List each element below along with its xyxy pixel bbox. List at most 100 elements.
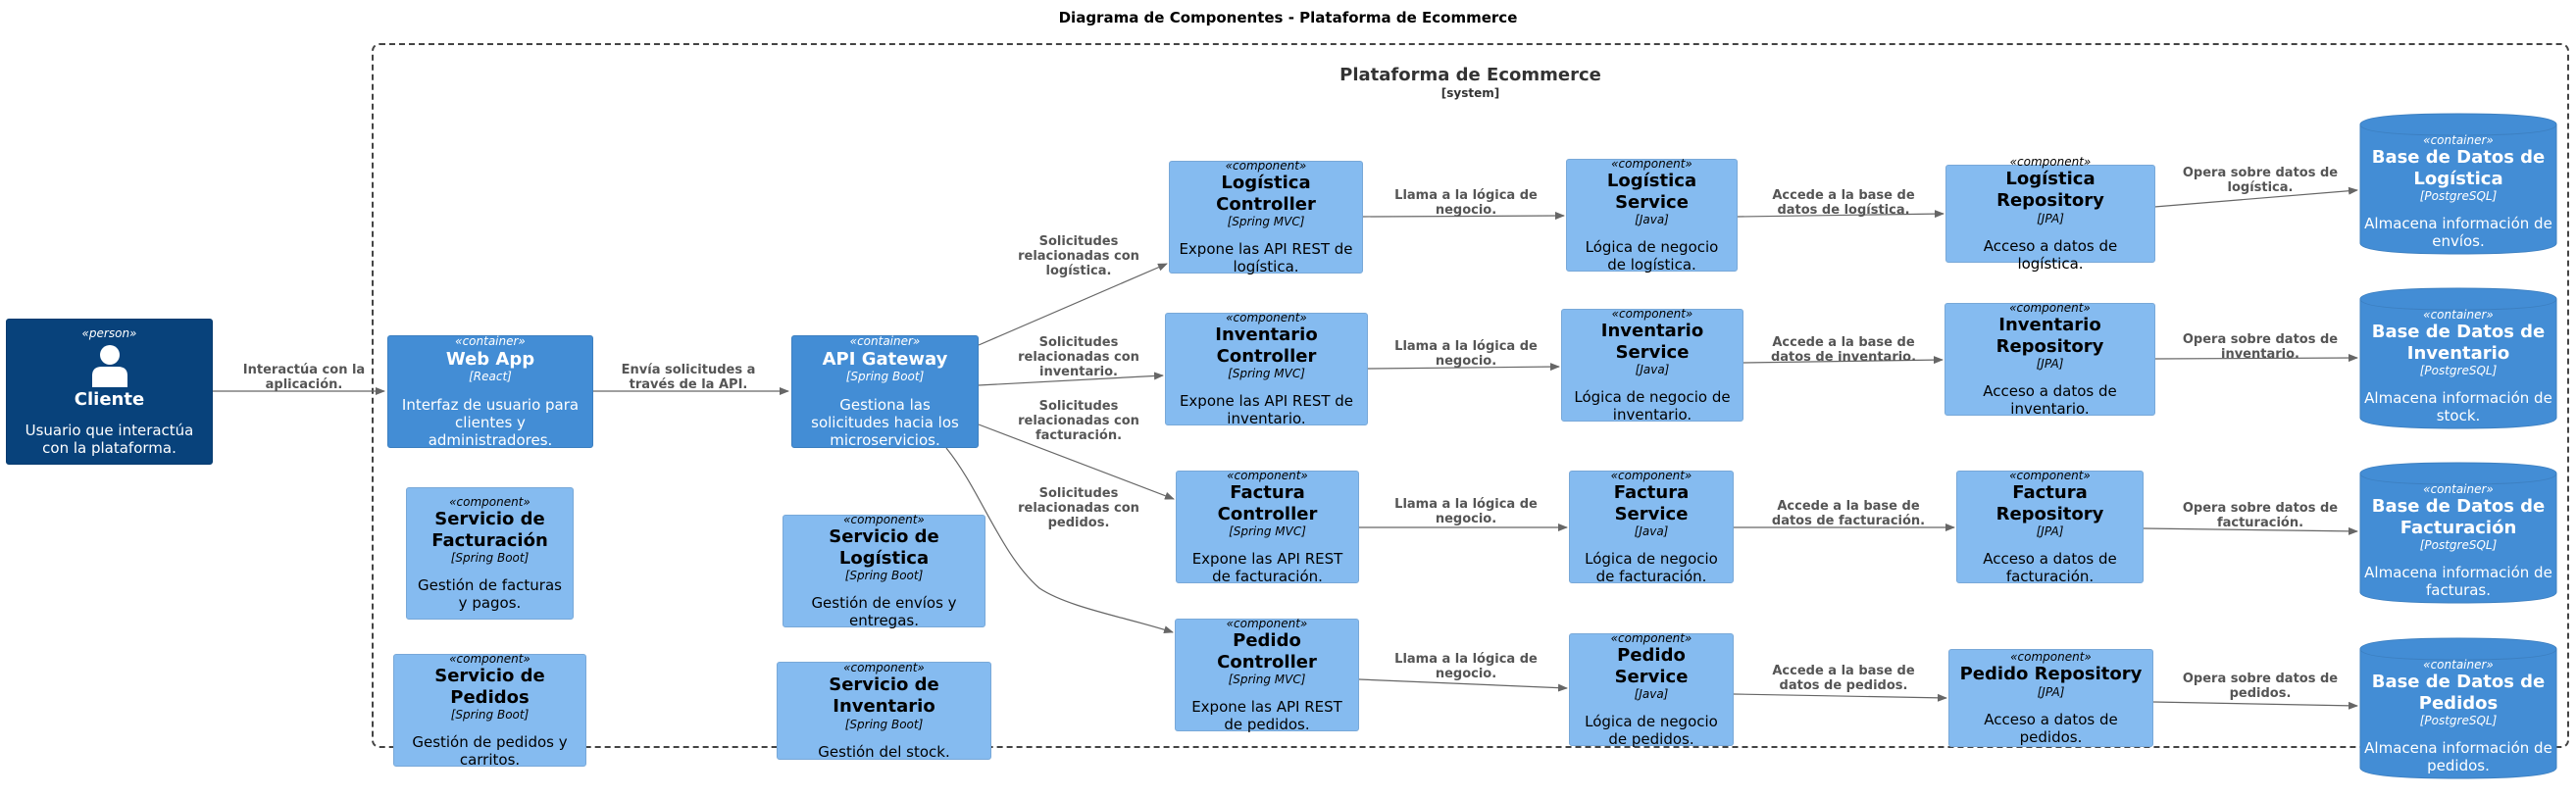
stereotype: «container» xyxy=(455,334,526,349)
database-logistica[interactable]: «container» Base de Datos de Logística [… xyxy=(2359,113,2557,255)
database-pedidos[interactable]: «container» Base de Datos de Pedidos [Po… xyxy=(2359,637,2557,779)
system-boundary: Plataforma de Ecommerce [system] xyxy=(372,43,2569,748)
component-inventario-service[interactable]: «component» Inventario Service [Java] Ló… xyxy=(1561,306,1743,424)
description: Almacena información de facturas. xyxy=(2364,564,2552,600)
stereotype: «component» xyxy=(843,512,925,526)
technology: [Java] xyxy=(1634,687,1669,702)
description: Lógica de negocio de facturación. xyxy=(1585,550,1718,586)
component-inventario-controller[interactable]: «component» Inventario Controller [Sprin… xyxy=(1165,310,1368,428)
stereotype: «component» xyxy=(1225,158,1307,173)
label-ped-ctrl-svc: Llama a la lógica de negocio. xyxy=(1394,652,1538,681)
technology: [Spring Boot] xyxy=(845,370,925,384)
component-pedido-repository[interactable]: «component» Pedido Repository [JPA] Acce… xyxy=(1948,649,2153,747)
label-fac-svc-repo: Accede a la base de datos de facturación… xyxy=(1771,499,1926,528)
component-servicio-facturacion[interactable]: «component» Servicio de Facturación [Spr… xyxy=(406,487,574,620)
component-logistica-service[interactable]: «component» Logística Service [Java] Lóg… xyxy=(1566,156,1738,274)
technology: [Java] xyxy=(1634,524,1669,539)
technology: [PostgreSQL] xyxy=(2419,189,2498,204)
stereotype: «component» xyxy=(1226,616,1308,630)
description: Gestión de envíos y entregas. xyxy=(811,594,957,630)
component-name: Inventario Controller xyxy=(1215,324,1318,367)
person-cliente[interactable]: «person» Cliente Usuario que interactúa … xyxy=(6,319,213,465)
component-factura-repository[interactable]: «component» Factura Repository [JPA] Acc… xyxy=(1956,468,2144,586)
technology: [React] xyxy=(469,370,512,384)
component-name: Base de Datos de Logística xyxy=(2371,146,2546,189)
label-gw-fac: Solicitudes relacionadas con facturación… xyxy=(1018,399,1139,443)
component-name: Pedido Service xyxy=(1614,644,1689,687)
description: Gestión del stock. xyxy=(818,742,950,761)
technology: [Spring MVC] xyxy=(1228,673,1306,687)
description: Acceso a datos de inventario. xyxy=(1983,382,2117,419)
label-inv-ctrl-svc: Llama a la lógica de negocio. xyxy=(1394,339,1538,369)
description: Gestión de facturas y pagos. xyxy=(418,576,562,613)
description: Almacena información de envíos. xyxy=(2364,215,2552,251)
database-inventario[interactable]: «container» Base de Datos de Inventario … xyxy=(2359,287,2557,429)
component-pedido-service[interactable]: «component» Pedido Service [Java] Lógica… xyxy=(1569,630,1734,749)
component-factura-service[interactable]: «component» Factura Service [Java] Lógic… xyxy=(1569,468,1734,586)
description: Lógica de negocio de inventario. xyxy=(1574,388,1731,424)
component-pedido-controller[interactable]: «component» Pedido Controller [Spring MV… xyxy=(1175,616,1359,734)
label-ped-repo-db: Opera sobre datos de pedidos. xyxy=(2182,672,2339,701)
component-name: Factura Controller xyxy=(1217,481,1318,524)
stereotype: «container» xyxy=(2423,481,2494,496)
component-name: Factura Service xyxy=(1613,481,1690,524)
label-fac-repo-db: Opera sobre datos de facturación. xyxy=(2182,501,2339,530)
stereotype: «component» xyxy=(1611,306,1693,321)
stereotype: «component» xyxy=(1611,156,1692,171)
component-logistica-controller[interactable]: «component» Logística Controller [Spring… xyxy=(1169,158,1363,275)
component-name: Logística Repository xyxy=(1996,169,2104,211)
arrow-ped-svc-repo xyxy=(1733,693,1947,702)
component-logistica-repository[interactable]: «component» Logística Repository [JPA] A… xyxy=(1945,155,2155,273)
component-servicio-logistica[interactable]: «component» Servicio de Logística [Sprin… xyxy=(783,512,985,630)
boundary-title: Plataforma de Ecommerce xyxy=(1339,65,1601,85)
stereotype: «component» xyxy=(2010,649,2092,664)
description: Gestión de pedidos y carritos. xyxy=(412,733,568,770)
arrow-fac-repo-db xyxy=(2143,526,2358,535)
arrow-gw-log xyxy=(978,263,1168,346)
component-name: Factura Repository xyxy=(1995,481,2104,524)
component-servicio-inventario[interactable]: «component» Servicio de Inventario [Spri… xyxy=(777,661,991,761)
stereotype: «component» xyxy=(1227,468,1308,482)
arrow-ped-repo-db xyxy=(2152,701,2358,710)
description: Gestiona las solicitudes hacia los micro… xyxy=(811,395,959,449)
description: Expone las API REST de pedidos. xyxy=(1191,698,1342,734)
description: Acceso a datos de pedidos. xyxy=(1984,711,2118,747)
person-icon xyxy=(91,344,127,387)
stereotype: «container» xyxy=(2423,657,2494,672)
stereotype: «component» xyxy=(2009,300,2091,315)
container-api-gateway[interactable]: «container» API Gateway [Spring Boot] Ge… xyxy=(791,334,979,449)
container-web-app[interactable]: «container» Web App [React] Interfaz de … xyxy=(387,334,593,449)
database-facturacion[interactable]: «container» Base de Datos de Facturación… xyxy=(2359,462,2557,604)
component-factura-controller[interactable]: «component» Factura Controller [Spring M… xyxy=(1176,468,1359,586)
component-name: Servicio de Inventario xyxy=(829,674,939,717)
stereotype: «component» xyxy=(1610,630,1692,645)
component-inventario-repository[interactable]: «component» Inventario Repository [JPA] … xyxy=(1945,300,2155,419)
stereotype: «container» xyxy=(2423,132,2494,147)
description: Lógica de negocio de logística. xyxy=(1585,238,1719,274)
description: Expone las API REST de facturación. xyxy=(1191,550,1343,586)
description: Acceso a datos de logística. xyxy=(1983,236,2118,273)
technology: [PostgreSQL] xyxy=(2419,538,2498,553)
technology: [JPA] xyxy=(2037,684,2065,699)
stereotype: «component» xyxy=(1226,310,1307,324)
stereotype: «component» xyxy=(1610,468,1692,482)
stereotype: «component» xyxy=(449,494,530,509)
technology: [PostgreSQL] xyxy=(2419,714,2498,728)
component-name: Servicio de Pedidos xyxy=(434,665,545,708)
description: Lógica de negocio de pedidos. xyxy=(1585,713,1718,749)
arrow-gw-fac xyxy=(978,424,1175,500)
label-inv-repo-db: Opera sobre datos de inventario. xyxy=(2182,332,2339,362)
component-name: Inventario Service xyxy=(1600,320,1704,363)
label-gw-ped: Solicitudes relacionadas con pedidos. xyxy=(1018,486,1139,530)
arrow-inv-repo-db xyxy=(2154,354,2358,363)
diagram-title: Diagrama de Componentes - Plataforma de … xyxy=(1058,9,1518,26)
stereotype: «component» xyxy=(2009,468,2091,482)
component-servicio-pedidos[interactable]: «component» Servicio de Pedidos [Spring … xyxy=(393,652,586,770)
description: Expone las API REST de inventario. xyxy=(1179,392,1354,428)
description: Acceso a datos de facturación. xyxy=(1983,550,2117,586)
description: Almacena información de stock. xyxy=(2364,389,2552,425)
database-cylinder-icon xyxy=(2359,113,2557,255)
technology: [Spring Boot] xyxy=(844,569,924,583)
component-name: Base de Datos de Pedidos xyxy=(2371,671,2546,714)
